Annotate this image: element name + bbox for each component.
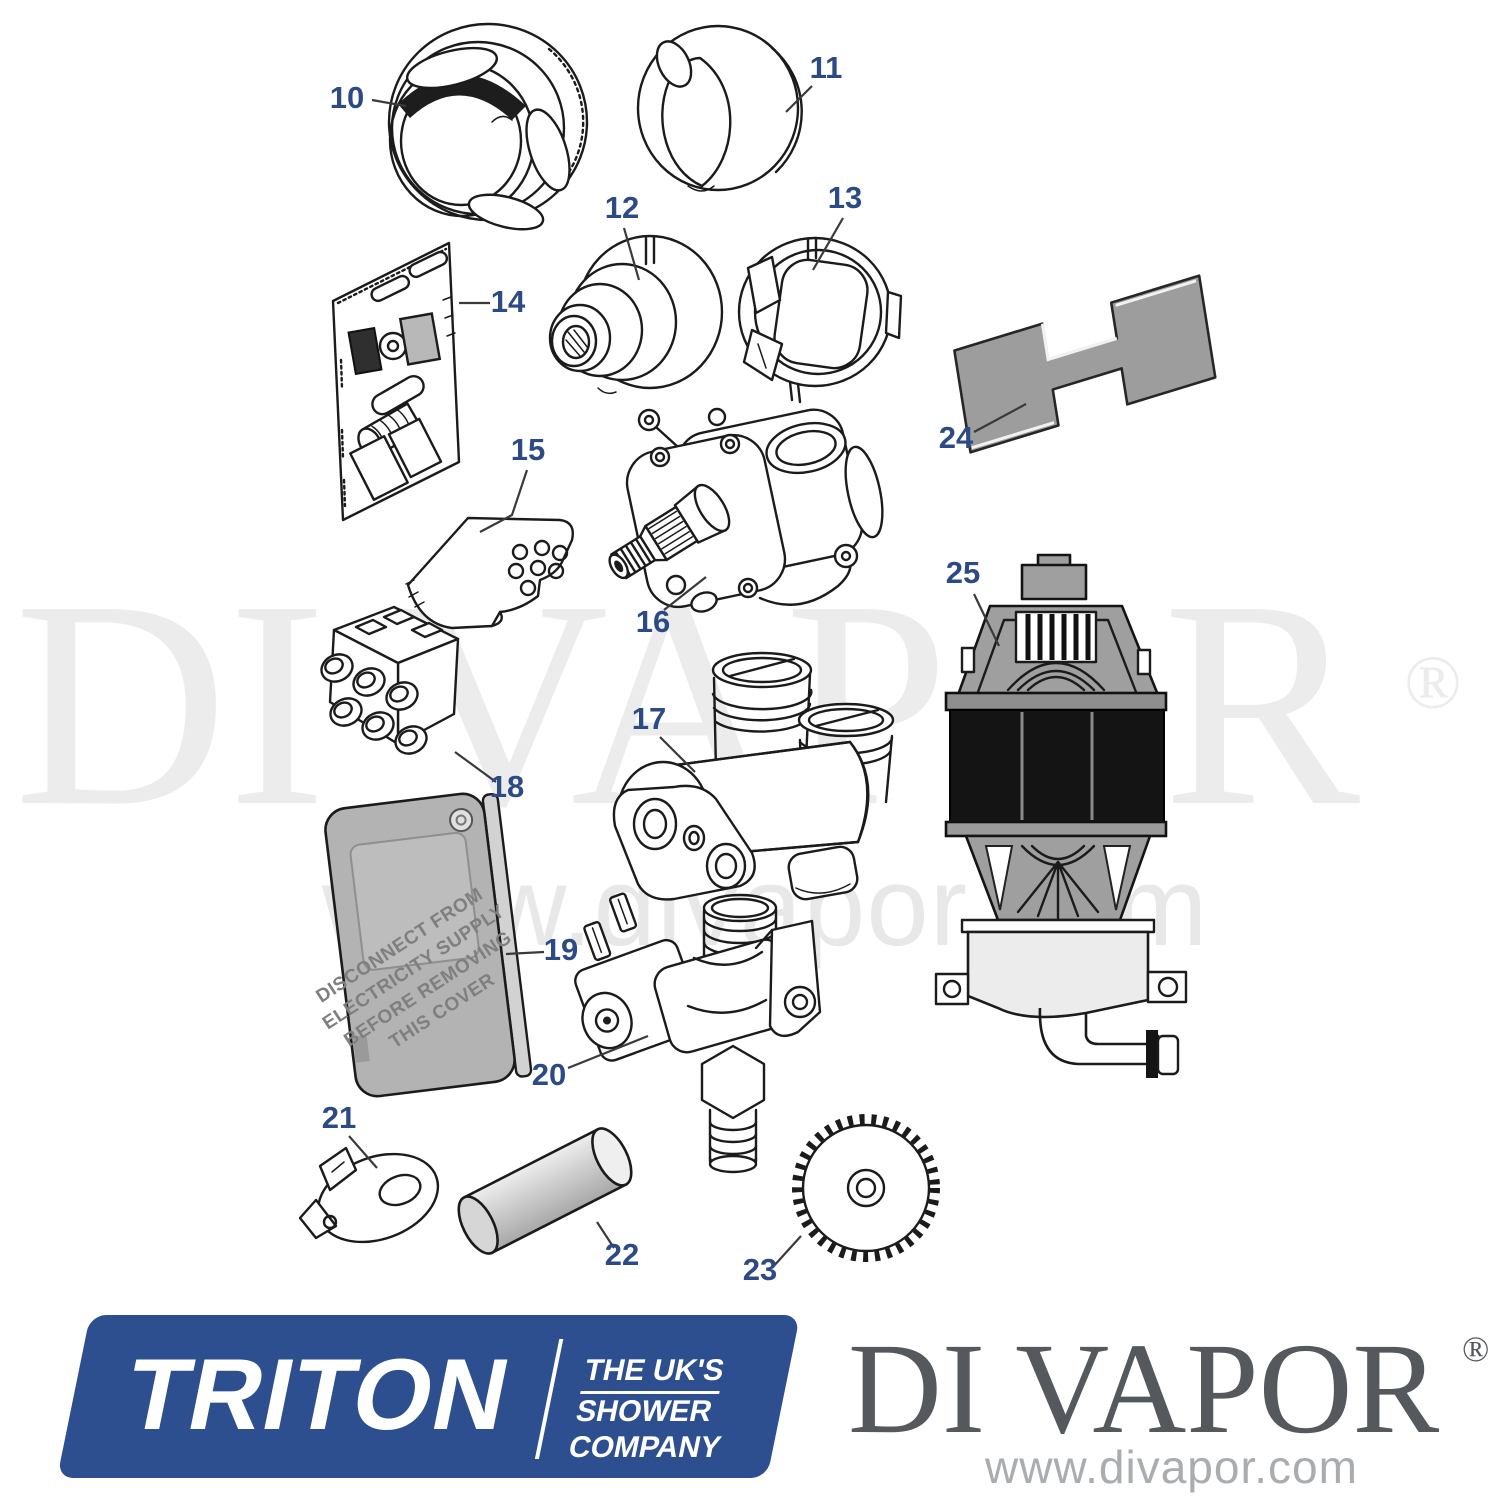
- part-label-20: 20: [532, 1057, 566, 1092]
- part-label-13: 13: [828, 180, 862, 215]
- part-22-piston-cylinder: [457, 1127, 633, 1255]
- leader-line-12: [622, 227, 641, 281]
- leader-line-25: [973, 593, 1000, 647]
- part-label-17: 17: [632, 701, 666, 736]
- part-label-16: 16: [636, 604, 670, 639]
- leader-line-15: [479, 469, 529, 533]
- valve-spindle: [608, 483, 731, 580]
- part-label-12: 12: [605, 190, 639, 225]
- leader-line-11: [785, 85, 813, 113]
- exploded-parts-diagram: DISCONNECT FROM ELECTRICITY SUPPLY BEFOR…: [298, 22, 1217, 1287]
- triton-brand-text: TRITON: [116, 1339, 520, 1451]
- leader-line-24: [973, 403, 1027, 433]
- part-label-15: 15: [511, 432, 545, 467]
- leader-line-17: [659, 736, 696, 773]
- part-label-22: 22: [605, 1237, 639, 1272]
- leader-line-16: [663, 576, 707, 611]
- leader-line-20: [567, 1034, 649, 1070]
- leader-line-13: [812, 217, 844, 271]
- part-24-retaining-clip: [953, 274, 1217, 454]
- part-23-drive-gear: [792, 1114, 940, 1262]
- leader-line-19: [505, 950, 545, 956]
- leader-line-10: [371, 98, 407, 108]
- part-label-25: 25: [946, 555, 980, 590]
- part-12-dial-hub: [548, 234, 724, 395]
- triton-logo: TRITON THE UK'S SHOWER COMPANY: [57, 1315, 801, 1478]
- part-11-knob-cover: [636, 24, 803, 192]
- leader-line-22: [596, 1221, 615, 1249]
- leader-line-21: [348, 1135, 378, 1169]
- part-label-11: 11: [810, 50, 843, 85]
- triton-tagline-line-1: THE UK'S: [580, 1353, 728, 1394]
- triton-tagline: THE UK'S SHOWER COMPANY: [565, 1353, 739, 1466]
- part-label-19: 19: [544, 932, 578, 967]
- leader-line-18: [454, 751, 497, 783]
- watermark-registered-icon: ®: [1404, 641, 1462, 725]
- part-14-pcb-assembly: [331, 241, 461, 522]
- part-19-electrical-cover: DISCONNECT FROM ELECTRICITY SUPPLY BEFOR…: [313, 792, 533, 1098]
- divapor-url: www.divapor.com: [985, 1441, 1358, 1493]
- pump-housing: [966, 930, 1150, 1019]
- triton-tagline-line-2: SHOWER: [573, 1395, 715, 1428]
- part-label-24: 24: [939, 420, 974, 455]
- part-16-valve-body: [608, 407, 884, 613]
- part-21-mounting-bracket: [298, 1146, 440, 1244]
- part-18-terminal-block: [320, 605, 460, 755]
- triton-logo-divider: [534, 1339, 563, 1459]
- part-17-inlet-manifold: [612, 651, 895, 901]
- leader-line-23: [771, 1235, 802, 1269]
- part-13-bayonet-ring: [737, 236, 903, 404]
- part-15-gasket-plate: [405, 516, 574, 630]
- part-label-18: 18: [490, 769, 524, 804]
- motor-stator: [949, 709, 1165, 823]
- leader-lines: [348, 85, 1027, 1269]
- part-label-23: 23: [743, 1252, 777, 1287]
- part-labels: 10 11 12 13 14 15 16 17 18 19 20 21 22 2…: [322, 50, 980, 1287]
- part-label-14: 14: [491, 284, 526, 319]
- divapor-registered-icon: ®: [1462, 1329, 1490, 1369]
- part-label-10: 10: [330, 80, 364, 115]
- part-25-pump-motor: [934, 553, 1188, 1078]
- divapor-logo-text: DI VAPOR: [848, 1317, 1440, 1461]
- footer-logos: TRITON THE UK'S SHOWER COMPANY DI VAPOR …: [0, 1300, 1500, 1500]
- part-label-21: 21: [322, 1100, 356, 1135]
- part-10-control-dial-ring: [387, 22, 589, 231]
- part-20-solenoid-valve: [574, 892, 822, 1174]
- triton-tagline-line-3: COMPANY: [565, 1431, 724, 1464]
